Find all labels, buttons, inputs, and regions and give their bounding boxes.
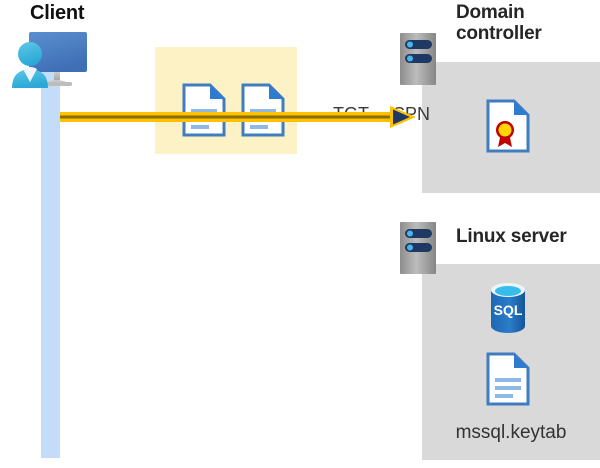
linux-server-icon [400,222,436,274]
domain-controller-title: Domain controller [456,2,542,45]
client-swimlane-bar [41,72,60,458]
sql-database-icon: SQL [486,281,530,335]
linux-server-title: Linux server [456,226,567,247]
svg-text:SQL: SQL [494,302,523,318]
keytab-document-icon [486,352,530,406]
certificate-document-icon [486,99,530,153]
keytab-filename-label: mssql.keytab [455,422,567,443]
domain-controller-server-icon [400,33,436,85]
client-title: Client [30,2,85,24]
client-workstation-icon [8,26,94,92]
flow-arrow [60,104,420,130]
tgt-spn-message-box: TGT SPN [155,47,430,154]
